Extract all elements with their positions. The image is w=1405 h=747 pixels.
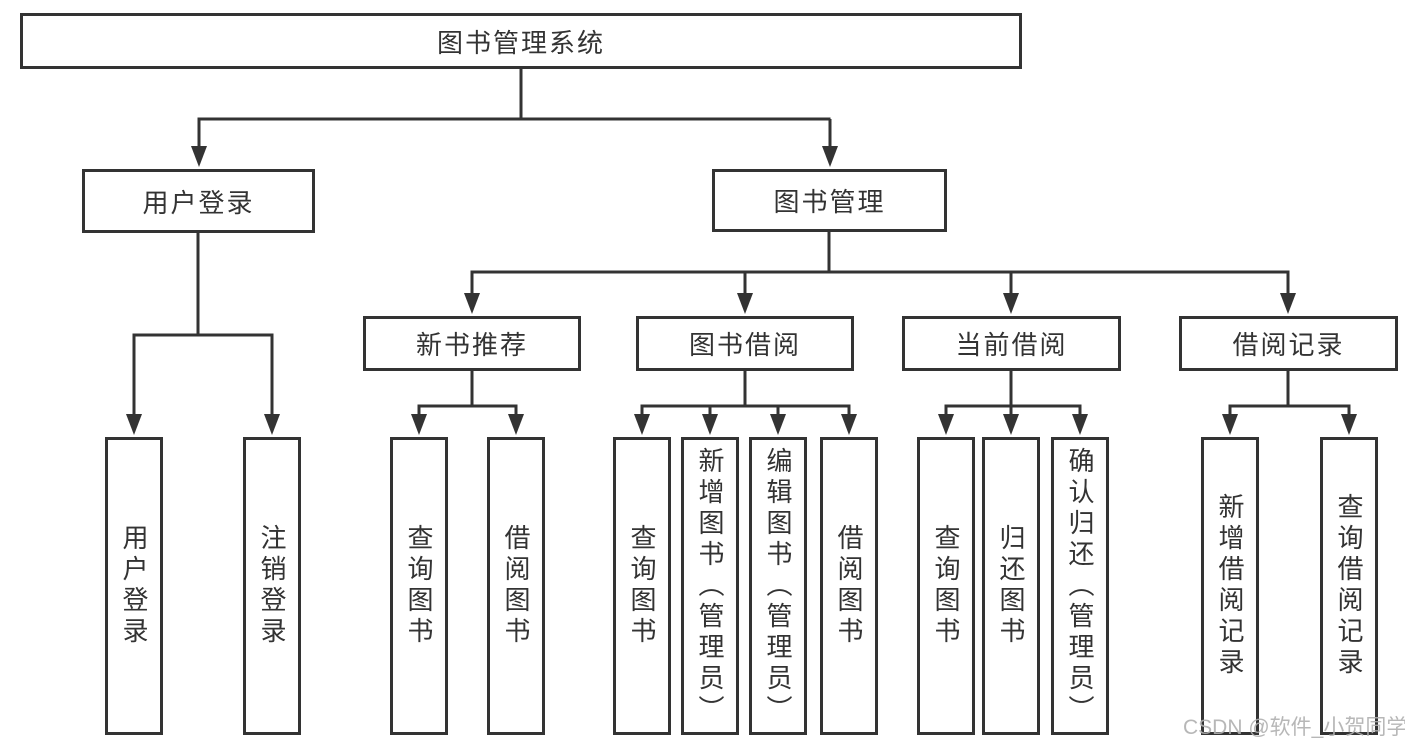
connector-root-to-level2: [191, 69, 838, 167]
node-confirm-return-admin: 确认归还（管理员）: [1051, 437, 1109, 735]
csdn-watermark: CSDN @软件_小贺同学: [1183, 716, 1405, 739]
node-user-login: 用户登录: [82, 169, 315, 233]
connector-records-to-leaves: [1222, 371, 1357, 435]
node-book-management-system: 图书管理系统: [20, 13, 1022, 69]
node-user-login-leaf: 用户登录: [105, 437, 163, 735]
connector-current-to-leaves: [938, 371, 1088, 435]
node-query-borrow-record: 查询借阅记录: [1320, 437, 1378, 735]
node-query-books-recommend: 查询图书: [390, 437, 448, 735]
node-borrow-books-leaf: 借阅图书: [820, 437, 878, 735]
node-add-borrow-record: 新增借阅记录: [1201, 437, 1259, 735]
node-query-books-borrow: 查询图书: [613, 437, 671, 735]
node-borrowing-records: 借阅记录: [1179, 316, 1398, 371]
connector-bookmgmt-to-level3: [464, 232, 1296, 314]
connector-newbook-to-leaves: [411, 371, 524, 435]
node-current-borrowing: 当前借阅: [902, 316, 1121, 371]
node-new-book-recommendation: 新书推荐: [363, 316, 581, 371]
node-edit-book-admin: 编辑图书（管理员）: [749, 437, 807, 735]
node-add-book-admin: 新增图书（管理员）: [681, 437, 739, 735]
node-logout: 注销登录: [243, 437, 301, 735]
connector-userlogin-to-leaves: [126, 233, 280, 435]
node-book-borrowing: 图书借阅: [636, 316, 854, 371]
node-book-management: 图书管理: [712, 169, 947, 232]
node-borrow-books-recommend: 借阅图书: [487, 437, 545, 735]
connector-borrow-to-leaves: [634, 371, 857, 435]
node-query-books-current: 查询图书: [917, 437, 975, 735]
node-return-book: 归还图书: [982, 437, 1040, 735]
